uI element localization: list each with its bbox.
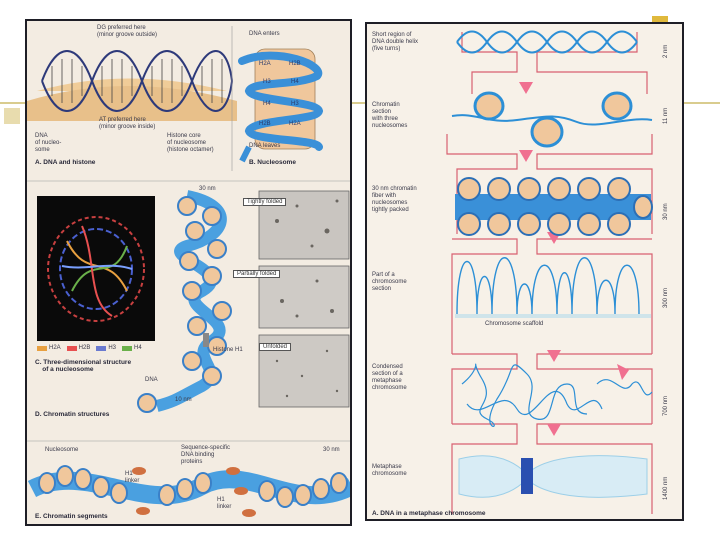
histone-label: H2A [259, 61, 271, 67]
label-30nm: 30 nm [199, 186, 216, 193]
legend-label: H2A [49, 345, 61, 352]
label-dna-of-nucleosome: DNA of nucleo- some [35, 133, 61, 154]
label-condensed-section: Condensed section of a metaphase chromos… [372, 364, 407, 392]
label-h1-linker: H1 linker [125, 471, 139, 485]
legend-item: H2B [67, 345, 91, 352]
legend-item: H4 [122, 345, 142, 352]
label-short-region-dna: Short region of DNA double helix (five t… [372, 32, 418, 53]
histone-label: H2B [289, 61, 301, 67]
measure-30nm: 30 nm [663, 203, 670, 220]
right-figure-drawing [367, 24, 684, 521]
legend-swatch [122, 346, 132, 351]
label-tightly-folded: Tightly folded [243, 198, 286, 206]
caption-chromatin-segments: E. Chromatin segments [35, 513, 108, 520]
legend-item: H2A [37, 345, 61, 352]
label-unfolded: Unfolded [259, 343, 291, 351]
accent-square-left [4, 108, 20, 124]
label-metaphase-chromosome: Metaphase chromosome [372, 464, 407, 478]
legend-swatch [67, 346, 77, 351]
label-chromatin-section: Chromatin section with three nucleosomes [372, 102, 407, 130]
double-helix-row [457, 32, 637, 53]
histone-color-legend: H2A H2B H3 H4 [37, 345, 142, 352]
label-histone-core: Histone core of nucleosome (histone octa… [167, 133, 214, 154]
chromatin-segments-e [32, 466, 352, 517]
measure-300nm: 300 nm [663, 288, 670, 308]
legend-swatch [96, 346, 106, 351]
caption-dna-in-metaphase: A. DNA in a metaphase chromosome [372, 510, 486, 517]
label-30nm-fiber: 30 nm chromatin fiber with nucleosomes t… [372, 186, 417, 214]
legend-label: H4 [134, 345, 142, 352]
caption-nucleosome: B. Nucleosome [249, 159, 296, 166]
legend-swatch [37, 346, 47, 351]
thirty-nm-fiber-row [455, 178, 652, 235]
label-partially-folded: Partially folded [233, 270, 280, 278]
measure-2nm: 2 nm [663, 45, 670, 58]
label-chromosome-scaffold: Chromosome scaffold [485, 321, 543, 328]
three-nucleosomes-row [452, 93, 652, 146]
label-histone-h1: Histone H1 [213, 347, 243, 354]
histone-label: H3 [263, 79, 271, 85]
label-dna-strand: DNA [145, 377, 158, 384]
caption-chromatin-structures: D. Chromatin structures [35, 411, 109, 418]
metaphase-chromosome-row [459, 456, 647, 498]
histone-label: H4 [263, 101, 271, 107]
caption-dna-and-histone: A. DNA and histone [35, 159, 95, 166]
label-binding-proteins: Sequence-specific DNA binding proteins [181, 445, 230, 466]
label-dna-leaves: DNA leaves [249, 143, 280, 150]
label-30nm-e: 30 nm [323, 447, 340, 454]
measure-1400nm: 1400 nm [663, 477, 670, 500]
label-dna-enters: DNA enters [249, 31, 280, 38]
measure-11nm: 11 nm [663, 108, 670, 124]
histone-label: H2B [259, 121, 271, 127]
chromatin-structure-figure: DG preferred here (minor groove outside)… [25, 19, 352, 526]
label-nucleosome-e: Nucleosome [45, 447, 78, 454]
looped-section-row [455, 258, 651, 318]
label-dg-preferred: DG preferred here (minor groove outside) [97, 25, 157, 39]
legend-label: H3 [108, 345, 116, 352]
label-10nm: 10 nm [175, 397, 192, 404]
histone-label: H2A [289, 121, 301, 127]
histone-label: H4 [291, 79, 299, 85]
label-at-preferred: AT preferred here (minor groove inside) [99, 117, 155, 131]
metaphase-chromosome-figure: Short region of DNA double helix (five t… [365, 22, 684, 521]
legend-item: H3 [96, 345, 116, 352]
label-chromosome-section: Part of a chromosome section [372, 272, 407, 293]
legend-label: H2B [79, 345, 91, 352]
histone-label: H3 [291, 101, 299, 107]
label-h1-linker: H1 linker [217, 497, 231, 511]
measure-700nm: 700 nm [663, 396, 670, 416]
caption-3d-structure: C. Three-dimensional structure of a nucl… [35, 359, 131, 373]
